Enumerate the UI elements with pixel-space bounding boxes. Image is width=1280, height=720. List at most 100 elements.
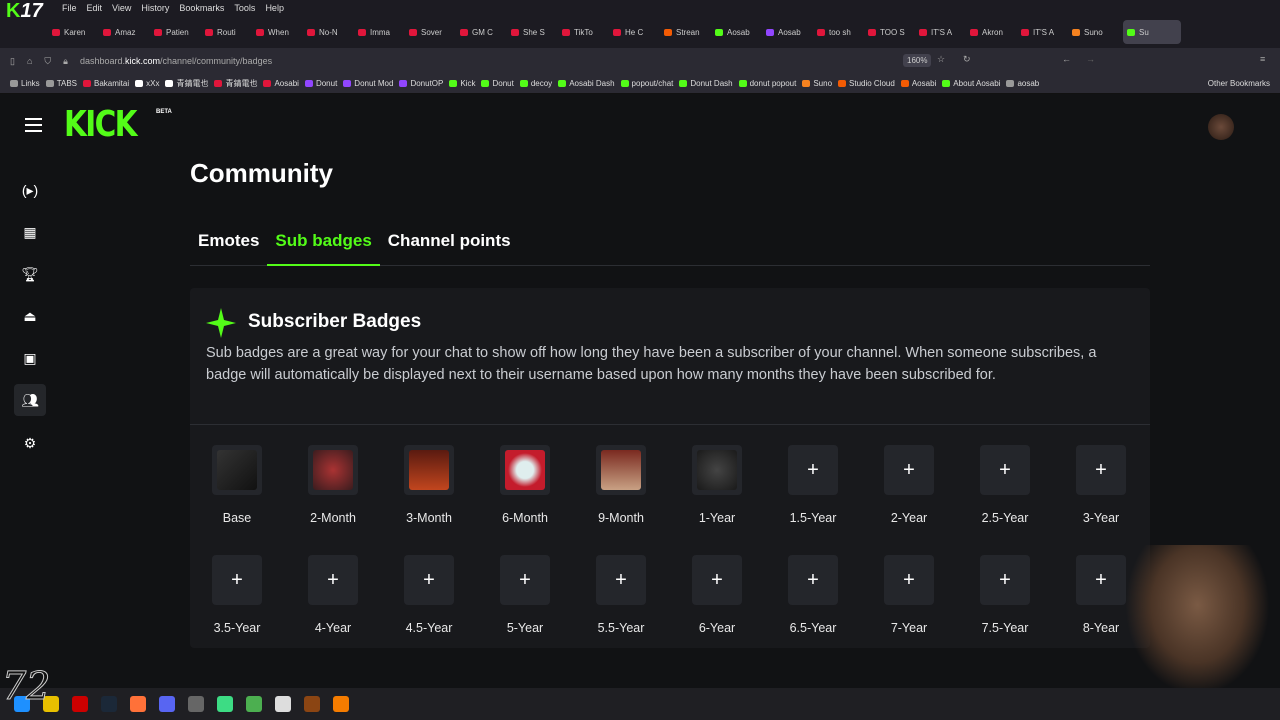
add-badge-button[interactable]: + bbox=[884, 555, 934, 605]
forward-icon[interactable]: → bbox=[1086, 54, 1095, 64]
badge-item[interactable]: +3.5-Year bbox=[197, 555, 277, 635]
add-badge-button[interactable]: + bbox=[596, 555, 646, 605]
home-icon[interactable]: ⌂ bbox=[26, 56, 33, 66]
badge-item[interactable]: 9-Month bbox=[581, 445, 661, 525]
user-avatar[interactable] bbox=[1208, 114, 1234, 140]
badge-item[interactable]: +6.5-Year bbox=[773, 555, 853, 635]
taskbar-app-icon[interactable] bbox=[188, 696, 204, 712]
taskbar-app-icon[interactable] bbox=[72, 696, 88, 712]
badge-image[interactable] bbox=[596, 445, 646, 495]
upload-icon[interactable]: ⏏ bbox=[23, 307, 37, 324]
browser-tab[interactable]: Sover bbox=[409, 28, 460, 37]
add-badge-button[interactable]: + bbox=[980, 445, 1030, 495]
settings-gear-icon[interactable]: ⚙ bbox=[23, 434, 37, 451]
tab-emotes[interactable]: Emotes bbox=[198, 231, 260, 250]
bookmark-item[interactable]: Bakamitai bbox=[83, 79, 129, 88]
bookmark-item[interactable]: Kick bbox=[449, 79, 475, 88]
menu-item[interactable]: Bookmarks bbox=[179, 3, 225, 13]
badge-image[interactable] bbox=[692, 445, 742, 495]
browser-tab[interactable]: Aosab bbox=[766, 28, 817, 37]
bookmark-item[interactable]: Aosabi bbox=[263, 79, 299, 88]
bookmark-item[interactable]: aosab bbox=[1006, 79, 1039, 88]
bookmark-item[interactable]: Aosabi Dash bbox=[558, 79, 615, 88]
menu-item[interactable]: File bbox=[62, 3, 77, 13]
badge-item[interactable]: +4-Year bbox=[293, 555, 373, 635]
taskbar-app-icon[interactable] bbox=[159, 696, 175, 712]
badge-item[interactable]: Base bbox=[197, 445, 277, 525]
browser-tab[interactable]: Suno bbox=[1072, 28, 1123, 37]
bookmark-item[interactable]: 青錆電也 bbox=[165, 78, 208, 89]
other-bookmarks[interactable]: Other Bookmarks bbox=[1203, 79, 1270, 88]
star-bookmark-icon[interactable]: ☆ bbox=[937, 54, 946, 64]
badge-item[interactable]: 2-Month bbox=[293, 445, 373, 525]
taskbar-app-icon[interactable] bbox=[333, 696, 349, 712]
bookmark-item[interactable]: popout/chat bbox=[620, 79, 673, 88]
menu-item[interactable]: Edit bbox=[86, 3, 103, 13]
badge-item[interactable]: 3-Month bbox=[389, 445, 469, 525]
browser-tab[interactable]: Su bbox=[1123, 20, 1181, 44]
add-badge-button[interactable]: + bbox=[212, 555, 262, 605]
bookmark-item[interactable]: DonutOP bbox=[399, 79, 443, 88]
bookmark-item[interactable]: Studio Cloud bbox=[838, 79, 895, 88]
badge-image[interactable] bbox=[308, 445, 358, 495]
menu-item[interactable]: History bbox=[141, 3, 170, 13]
bookmark-item[interactable]: Donut Mod bbox=[343, 79, 393, 88]
taskbar-app-icon[interactable] bbox=[304, 696, 320, 712]
taskbar-app-icon[interactable] bbox=[275, 696, 291, 712]
browser-tab[interactable]: GM C bbox=[460, 28, 511, 37]
browser-tab[interactable]: too sh bbox=[817, 28, 868, 37]
bookmark-item[interactable]: Aosabi bbox=[900, 79, 936, 88]
taskbar-app-icon[interactable] bbox=[130, 696, 146, 712]
bookmark-item[interactable]: Donut bbox=[481, 79, 514, 88]
add-badge-button[interactable]: + bbox=[308, 555, 358, 605]
hamburger-menu-icon[interactable] bbox=[25, 118, 42, 132]
browser-tab[interactable]: Patien bbox=[154, 28, 205, 37]
browser-tab[interactable]: TikTo bbox=[562, 28, 613, 37]
zoom-level-button[interactable]: 160% bbox=[903, 54, 932, 67]
browser-tab[interactable]: Imma bbox=[358, 28, 409, 37]
kick-logo[interactable]: KICK bbox=[64, 104, 137, 145]
browser-tab[interactable]: Amaz bbox=[103, 28, 154, 37]
bookmark-item[interactable]: decoy bbox=[519, 79, 552, 88]
badge-item[interactable]: +7.5-Year bbox=[965, 555, 1045, 635]
badge-item[interactable]: +2-Year bbox=[869, 445, 949, 525]
taskbar-app-icon[interactable] bbox=[246, 696, 262, 712]
browser-tab[interactable]: Karen bbox=[52, 28, 103, 37]
taskbar-app-icon[interactable] bbox=[14, 696, 30, 712]
badge-item[interactable]: +5.5-Year bbox=[581, 555, 661, 635]
add-badge-button[interactable]: + bbox=[404, 555, 454, 605]
sidebar-toggle-icon[interactable]: ▯ bbox=[10, 55, 15, 66]
browser-tab[interactable]: Routi bbox=[205, 28, 256, 37]
add-badge-button[interactable]: + bbox=[788, 555, 838, 605]
taskbar-app-icon[interactable] bbox=[217, 696, 233, 712]
menu-item[interactable]: Tools bbox=[234, 3, 256, 13]
bookmark-item[interactable]: 青錆電也 bbox=[214, 78, 257, 89]
badge-image[interactable] bbox=[500, 445, 550, 495]
add-badge-button[interactable]: + bbox=[500, 555, 550, 605]
taskbar-app-icon[interactable] bbox=[101, 696, 117, 712]
bookmark-item[interactable]: xXx bbox=[135, 79, 159, 88]
browser-tab[interactable]: He C bbox=[613, 28, 664, 37]
url-text[interactable]: dashboard.kick.com/channel/community/bad… bbox=[80, 56, 272, 66]
browser-tab[interactable]: TOO S bbox=[868, 28, 919, 37]
bookmark-item[interactable]: Suno bbox=[802, 79, 832, 88]
back-icon[interactable]: ← bbox=[1062, 54, 1071, 64]
badge-image[interactable] bbox=[212, 445, 262, 495]
badge-item[interactable]: 6-Month bbox=[485, 445, 565, 525]
tab-channel-points[interactable]: Channel points bbox=[387, 231, 511, 250]
browser-tab[interactable]: IT'S A bbox=[919, 28, 970, 37]
add-badge-button[interactable]: + bbox=[884, 445, 934, 495]
menu-icon[interactable]: ≡ bbox=[1260, 54, 1266, 64]
bookmark-item[interactable]: TABS bbox=[45, 79, 77, 88]
trophy-icon[interactable]: 🏆︎ bbox=[21, 265, 39, 282]
browser-tab[interactable]: No-N bbox=[307, 28, 358, 37]
browser-tab[interactable]: Aosab bbox=[715, 28, 766, 37]
badge-item[interactable]: +5-Year bbox=[485, 555, 565, 635]
stream-icon[interactable]: (▸) bbox=[21, 181, 39, 198]
badge-item[interactable]: +7-Year bbox=[869, 555, 949, 635]
badge-item[interactable]: +8-Year bbox=[1061, 555, 1141, 635]
add-badge-button[interactable]: + bbox=[692, 555, 742, 605]
tab-sub-badges[interactable]: Sub badges bbox=[267, 228, 380, 266]
badge-item[interactable]: +1.5-Year bbox=[773, 445, 853, 525]
browser-tab[interactable]: IT'S A bbox=[1021, 28, 1072, 37]
